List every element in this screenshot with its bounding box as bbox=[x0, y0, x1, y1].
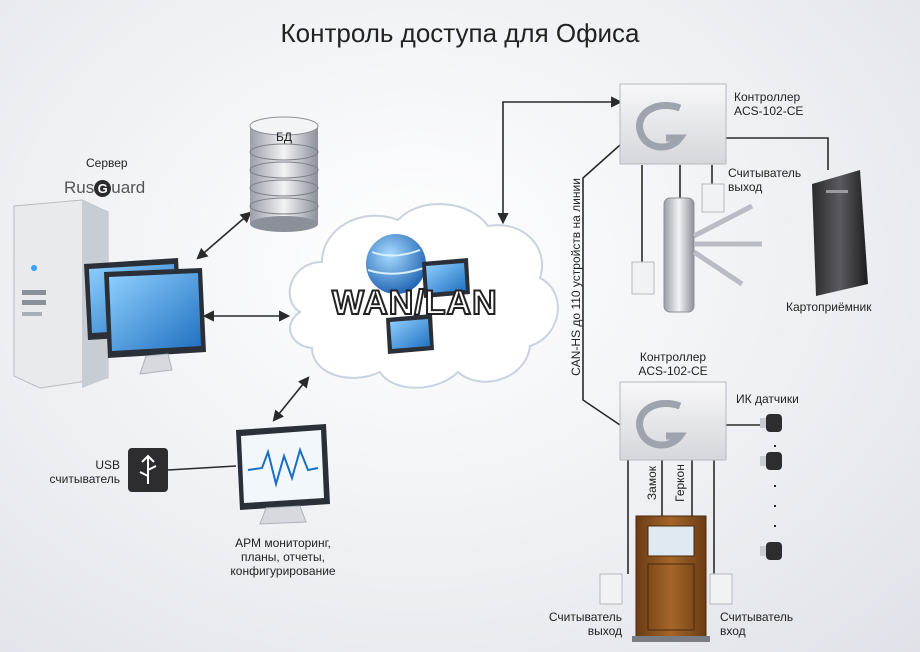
controller-top-label-line: Контроллер bbox=[734, 90, 801, 104]
reader-exit-bottom-label-line: выход bbox=[587, 624, 622, 638]
lock-label: Замок bbox=[645, 465, 659, 501]
reader-exit-top-label-line: выход bbox=[728, 180, 763, 194]
card-collector-label: Картоприёмник bbox=[786, 300, 872, 314]
server-monitors bbox=[84, 258, 206, 375]
workstation-label: АРМ мониторинг, планы, отчеты, конфигури… bbox=[210, 536, 356, 578]
reader-entry-bottom-label-line: Считыватель bbox=[720, 610, 794, 624]
usb-reader-label-line: USB bbox=[95, 458, 120, 472]
usb-reader-device bbox=[128, 448, 168, 492]
reader-exit-bottom-device bbox=[599, 573, 623, 605]
wire-card-collector bbox=[726, 137, 829, 170]
ir-sensor-1 bbox=[760, 414, 782, 432]
controller-top-device bbox=[619, 83, 727, 165]
ir-sensors-label: ИК датчики bbox=[736, 392, 799, 406]
door-device bbox=[632, 515, 710, 642]
ir-sensor-icons bbox=[760, 414, 782, 560]
rusguard-g-mark: G bbox=[94, 180, 112, 197]
workstation-monitor bbox=[236, 424, 330, 525]
ir-sensor-3 bbox=[760, 542, 782, 560]
card-collector-device bbox=[812, 170, 868, 296]
reader-exit-bottom-label: Считыватель выход bbox=[520, 610, 622, 638]
controller-bottom-mark: G bbox=[620, 382, 726, 460]
database-label: БД bbox=[276, 130, 293, 144]
controller-bottom-label: Контроллер ACS-102-CE bbox=[620, 350, 726, 378]
controller-top-label-line: ACS-102-CE bbox=[734, 104, 804, 118]
controller-top-label: Контроллер ACS-102-CE bbox=[734, 90, 803, 118]
usb-reader-label-line: считыватель bbox=[49, 472, 120, 486]
reed-switch-label: Геркон bbox=[673, 464, 687, 502]
reader-exit-top-label: Считыватель выход bbox=[728, 166, 801, 194]
reader-left-device bbox=[631, 261, 655, 295]
turnstile-device bbox=[663, 197, 762, 313]
controller-bottom-label-line: ACS-102-CE bbox=[638, 364, 708, 378]
database-icon bbox=[249, 116, 319, 232]
reader-entry-bottom-device bbox=[709, 573, 733, 605]
server-db-link bbox=[196, 211, 252, 260]
reader-exit-bottom-label-line: Считыватель bbox=[548, 610, 622, 624]
network-cloud bbox=[288, 203, 559, 389]
diagram-title: Контроль доступа для Офиса bbox=[280, 18, 640, 48]
server-label: Сервер bbox=[86, 156, 128, 170]
network-label: WAN/LAN bbox=[331, 283, 498, 323]
ir-sensor-2 bbox=[760, 452, 782, 470]
reader-entry-bottom-label-line: вход bbox=[720, 624, 746, 638]
globe-icon bbox=[366, 234, 426, 294]
reader-exit-top-label-line: Считыватель bbox=[728, 166, 802, 180]
workstation-label-line: АРМ мониторинг, bbox=[235, 536, 331, 550]
controller-bottom-label-line: Контроллер bbox=[639, 350, 707, 364]
workstation-network-link bbox=[272, 376, 310, 422]
network-controller-link bbox=[497, 96, 623, 225]
reader-exit-top-device bbox=[701, 183, 725, 213]
workstation-label-line: планы, отчеты, bbox=[241, 550, 325, 564]
workstation-label-line: конфигурирование bbox=[230, 564, 336, 578]
can-bus-line bbox=[582, 144, 621, 426]
usb-workstation-link bbox=[167, 465, 237, 471]
reader-entry-bottom-label: Считыватель вход bbox=[720, 610, 793, 638]
usb-reader-label: USB считыватель bbox=[20, 458, 120, 486]
can-bus-label: CAN-HS до 110 устройств на линии bbox=[569, 178, 583, 376]
connection-lines bbox=[167, 96, 829, 574]
controller-bottom-device bbox=[619, 381, 727, 461]
controller-top-mark: G bbox=[620, 84, 726, 164]
